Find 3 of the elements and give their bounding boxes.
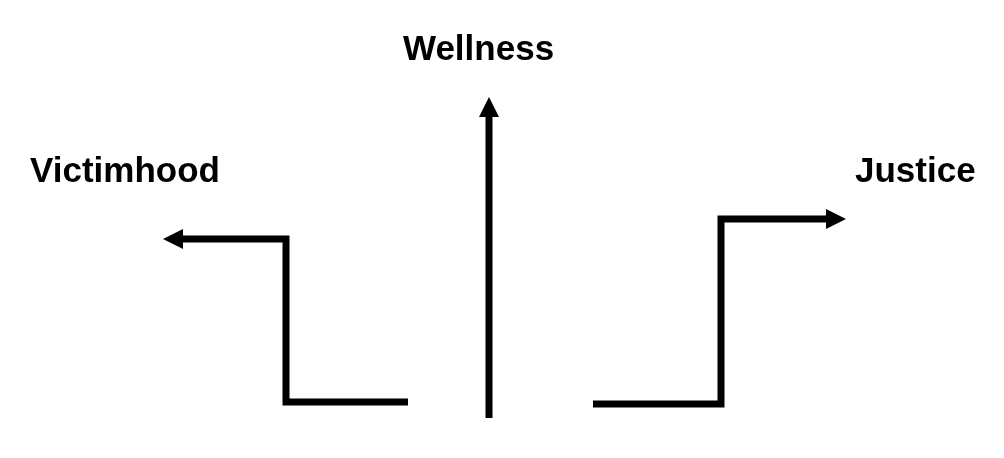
outcome-label: Victimhood bbox=[30, 152, 220, 187]
outcome-label: Wellness bbox=[403, 30, 555, 65]
outcome-label: Justice bbox=[855, 152, 976, 187]
